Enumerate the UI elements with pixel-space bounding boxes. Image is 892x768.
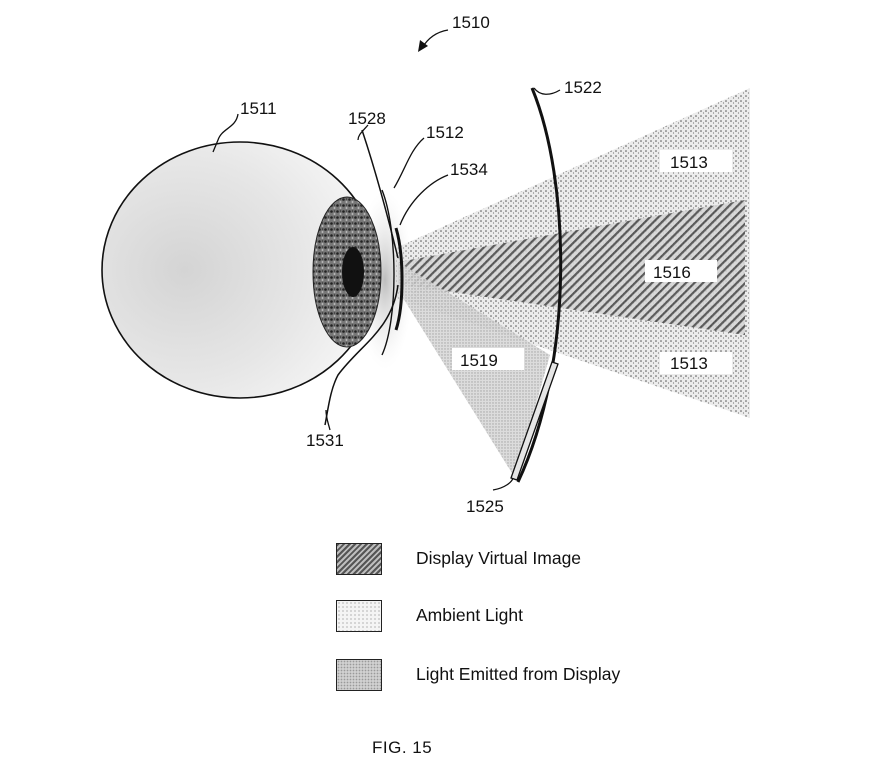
leader-1525 bbox=[492, 477, 514, 491]
ref-1510: 1510 bbox=[452, 13, 490, 32]
virtual-image-beam bbox=[398, 200, 745, 335]
leader-1528 bbox=[357, 124, 369, 141]
ref-1525: 1525 bbox=[466, 497, 504, 516]
spectacle-lens bbox=[516, 87, 563, 483]
lower-eyelid bbox=[324, 284, 399, 426]
upper-eyelid bbox=[361, 129, 399, 259]
leader-1522 bbox=[533, 87, 561, 95]
ref-1519: 1519 bbox=[460, 351, 498, 370]
legend-item-emitted-light: Light Emitted from Display bbox=[336, 658, 620, 692]
pupil bbox=[342, 247, 364, 297]
leader-1534 bbox=[399, 174, 449, 226]
legend-label: Ambient Light bbox=[416, 605, 524, 625]
ref-1512: 1512 bbox=[426, 123, 464, 142]
label-bg-virtual-image bbox=[645, 260, 717, 282]
label-bg-ambient-lower bbox=[660, 352, 732, 374]
legend-label: Display Virtual Image bbox=[416, 548, 582, 568]
arrowhead-1510 bbox=[418, 40, 428, 52]
legend-label: Light Emitted from Display bbox=[416, 664, 621, 684]
label-bg-ambient-upper bbox=[660, 150, 732, 172]
legend-item-ambient-light: Ambient Light bbox=[336, 599, 523, 633]
ref-1516: 1516 bbox=[653, 263, 691, 282]
label-bg-emitted bbox=[452, 348, 524, 370]
ref-1531: 1531 bbox=[306, 431, 344, 450]
ref-1528: 1528 bbox=[348, 109, 386, 128]
dense-stipple-swatch-icon bbox=[336, 659, 382, 691]
hatched-swatch-icon bbox=[336, 543, 382, 575]
ref-1513-upper: 1513 bbox=[670, 153, 708, 172]
cornea bbox=[381, 189, 395, 356]
contact-lens bbox=[394, 227, 404, 331]
ref-1534: 1534 bbox=[450, 160, 488, 179]
ref-1511: 1511 bbox=[240, 99, 277, 118]
leader-1512 bbox=[393, 137, 425, 189]
stipple-swatch-icon bbox=[336, 600, 382, 632]
display-element bbox=[510, 361, 559, 481]
legend-item-display-virtual-image: Display Virtual Image bbox=[336, 542, 581, 576]
figure-caption: FIG. 15 bbox=[372, 738, 433, 757]
ref-1522: 1522 bbox=[564, 78, 602, 97]
leader-1511 bbox=[212, 113, 239, 153]
leader-1531 bbox=[325, 409, 331, 431]
ref-1513-lower: 1513 bbox=[670, 354, 708, 373]
